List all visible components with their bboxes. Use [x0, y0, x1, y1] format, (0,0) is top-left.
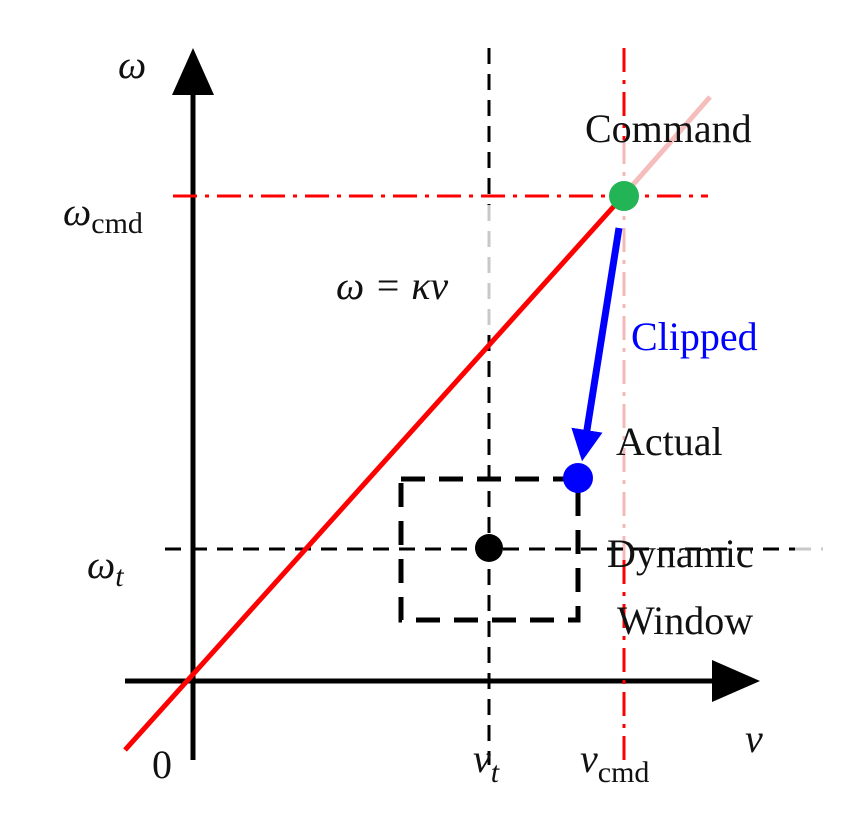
- x-axis-label: v: [745, 716, 763, 761]
- actual-label: Actual: [616, 419, 723, 464]
- constraint-line: [123, 193, 626, 752]
- clip-arrow: [571, 227, 623, 462]
- origin-label: 0: [152, 742, 172, 787]
- dynamic-window-box: [398, 476, 581, 623]
- clipped-label: Clipped: [631, 314, 758, 359]
- dynamic-window-label-line1: Dynamic: [607, 531, 754, 576]
- line-equation-label: ω = κv: [336, 263, 448, 308]
- dynamic-window-label-line2: Window: [617, 598, 753, 643]
- omega-t-label: ωt: [87, 542, 124, 593]
- actual-point: [563, 463, 593, 493]
- command-point: [609, 181, 639, 211]
- v-cmd-label: vcmd: [580, 736, 649, 789]
- y-axis-label: ω: [118, 42, 146, 87]
- y-axis-arrowhead: [172, 48, 214, 95]
- x-axis-arrowhead: [712, 660, 760, 702]
- omega-cmd-label: ωcmd: [63, 189, 143, 240]
- constraint-line-faint: [622, 95, 712, 197]
- command-label: Command: [585, 106, 752, 151]
- v-t-label: vt: [473, 736, 500, 789]
- target-point: [475, 534, 503, 562]
